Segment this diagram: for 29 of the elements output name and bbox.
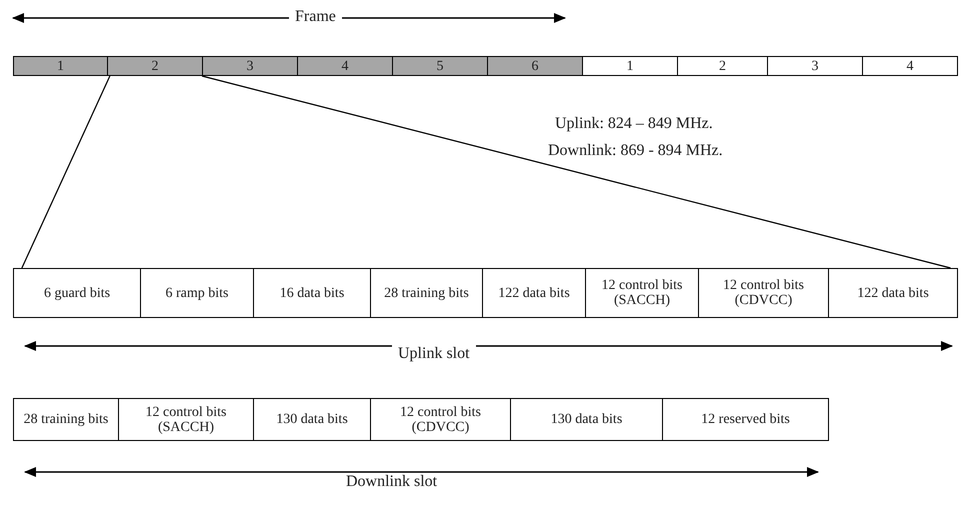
frame-slot: 3 <box>202 56 298 76</box>
bit-field: 12 reserved bits <box>662 398 829 441</box>
bit-field: 12 control bits (SACCH) <box>118 398 254 441</box>
dimension-label: Uplink slot <box>392 345 476 363</box>
frame-slot: 2 <box>677 56 768 76</box>
bit-field: 12 control bits (CDVCC) <box>698 268 829 318</box>
frame-slot: 4 <box>862 56 958 76</box>
frame-slot: 1 <box>582 56 678 76</box>
frame-slot: 1 <box>13 56 108 76</box>
zoom-line <box>202 75 951 269</box>
bit-field: 28 training bits <box>370 268 483 318</box>
bit-field: 28 training bits <box>13 398 119 441</box>
frame-slot: 3 <box>767 56 863 76</box>
bit-field: 16 data bits <box>253 268 371 318</box>
bit-field: 12 control bits (CDVCC) <box>370 398 511 441</box>
bit-field: 130 data bits <box>253 398 371 441</box>
bit-field: 130 data bits <box>510 398 663 441</box>
frame-slot: 4 <box>297 56 393 76</box>
bit-field: 122 data bits <box>828 268 958 318</box>
bit-field: 6 ramp bits <box>140 268 254 318</box>
frequency-note: Uplink: 824 – 849 MHz. <box>555 115 713 133</box>
frequency-note: Downlink: 869 - 894 MHz. <box>548 142 723 160</box>
bit-field: 12 control bits (SACCH) <box>585 268 699 318</box>
frame-slot: 5 <box>392 56 488 76</box>
frame-slot: 6 <box>487 56 583 76</box>
zoom-line <box>21 76 110 268</box>
frame-slot: 2 <box>107 56 203 76</box>
bit-field: 6 guard bits <box>13 268 141 318</box>
bit-field: 122 data bits <box>482 268 586 318</box>
